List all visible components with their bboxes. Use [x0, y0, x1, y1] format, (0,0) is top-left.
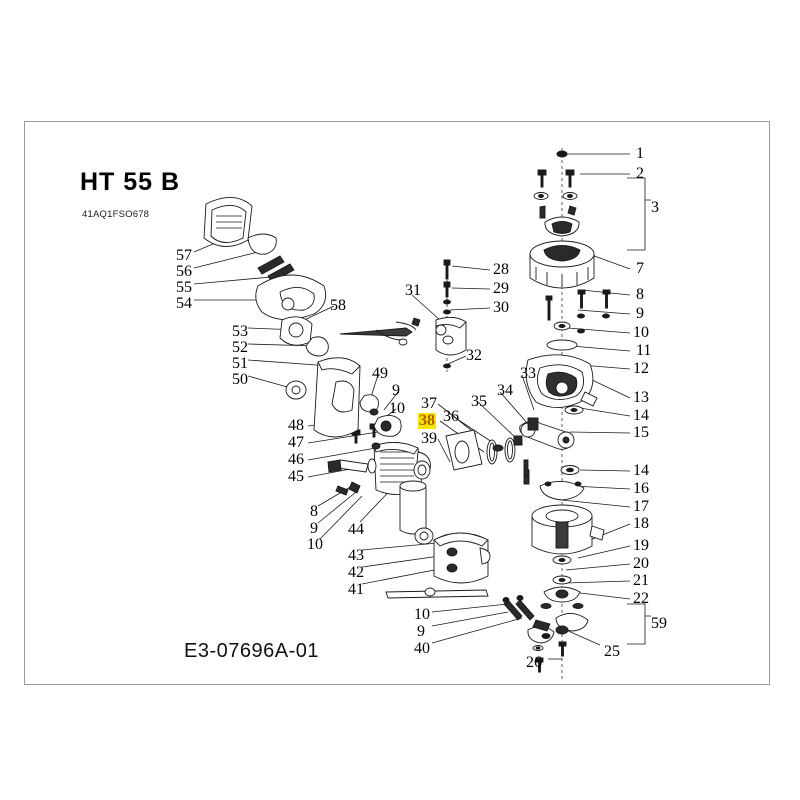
callout-50[interactable]: 50: [232, 371, 248, 388]
callout-31[interactable]: 31: [405, 282, 421, 299]
callout-10[interactable]: 10: [633, 324, 649, 341]
callout-41[interactable]: 41: [348, 581, 364, 598]
page-title: HT 55 B: [80, 168, 181, 196]
callout-17[interactable]: 17: [633, 498, 649, 515]
callout-10[interactable]: 10: [307, 536, 323, 553]
callout-20[interactable]: 20: [633, 555, 649, 572]
callout-53[interactable]: 53: [232, 323, 248, 340]
callout-9[interactable]: 9: [392, 382, 400, 399]
document-number: E3-07696A-01: [184, 640, 319, 662]
callout-48[interactable]: 48: [288, 417, 304, 434]
callout-44[interactable]: 44: [348, 521, 364, 538]
callout-15[interactable]: 15: [633, 424, 649, 441]
callout-39[interactable]: 39: [421, 430, 437, 447]
callout-9[interactable]: 9: [636, 305, 644, 322]
callout-18[interactable]: 18: [633, 515, 649, 532]
callout-52[interactable]: 52: [232, 339, 248, 356]
callout-13[interactable]: 13: [633, 389, 649, 406]
callout-3[interactable]: 3: [651, 199, 659, 216]
model-code: 41AQ1FSO678: [82, 209, 150, 220]
callout-56[interactable]: 56: [176, 263, 192, 280]
callout-14[interactable]: 14: [633, 462, 649, 479]
callout-11[interactable]: 11: [636, 342, 652, 359]
callout-28[interactable]: 28: [493, 261, 509, 278]
callout-57[interactable]: 57: [176, 247, 192, 264]
callout-46[interactable]: 46: [288, 451, 304, 468]
callout-14[interactable]: 14: [633, 407, 649, 424]
callout-22[interactable]: 22: [633, 590, 649, 607]
callout-42[interactable]: 42: [348, 564, 364, 581]
callout-26[interactable]: 26: [526, 654, 542, 671]
callout-29[interactable]: 29: [493, 280, 509, 297]
callout-25[interactable]: 25: [604, 643, 620, 660]
callout-19[interactable]: 19: [633, 537, 649, 554]
callout-2[interactable]: 2: [636, 165, 644, 182]
callout-33[interactable]: 33: [520, 365, 536, 382]
callout-12[interactable]: 12: [633, 360, 649, 377]
callout-55[interactable]: 55: [176, 279, 192, 296]
callout-10[interactable]: 10: [389, 400, 405, 417]
callout-10[interactable]: 10: [414, 606, 430, 623]
callout-43[interactable]: 43: [348, 547, 364, 564]
callout-49[interactable]: 49: [372, 365, 388, 382]
callout-9[interactable]: 9: [310, 520, 318, 537]
callout-54[interactable]: 54: [176, 295, 192, 312]
callout-58[interactable]: 58: [330, 297, 346, 314]
callout-30[interactable]: 30: [493, 299, 509, 316]
callout-37[interactable]: 37: [421, 395, 437, 412]
callout-34[interactable]: 34: [497, 382, 513, 399]
callout-45[interactable]: 45: [288, 468, 304, 485]
callout-32[interactable]: 32: [466, 347, 482, 364]
callout-9[interactable]: 9: [417, 623, 425, 640]
callout-38-highlighted[interactable]: 38: [418, 412, 436, 429]
callout-16[interactable]: 16: [633, 480, 649, 497]
callout-35[interactable]: 35: [471, 393, 487, 410]
callout-59[interactable]: 59: [651, 615, 667, 632]
callout-47[interactable]: 47: [288, 434, 304, 451]
callout-1[interactable]: 1: [636, 145, 644, 162]
callout-21[interactable]: 21: [633, 572, 649, 589]
callout-51[interactable]: 51: [232, 355, 248, 372]
callout-8[interactable]: 8: [310, 503, 318, 520]
callout-8[interactable]: 8: [636, 286, 644, 303]
callout-7[interactable]: 7: [636, 260, 644, 277]
callout-36[interactable]: 36: [443, 408, 459, 425]
callout-40[interactable]: 40: [414, 640, 430, 657]
